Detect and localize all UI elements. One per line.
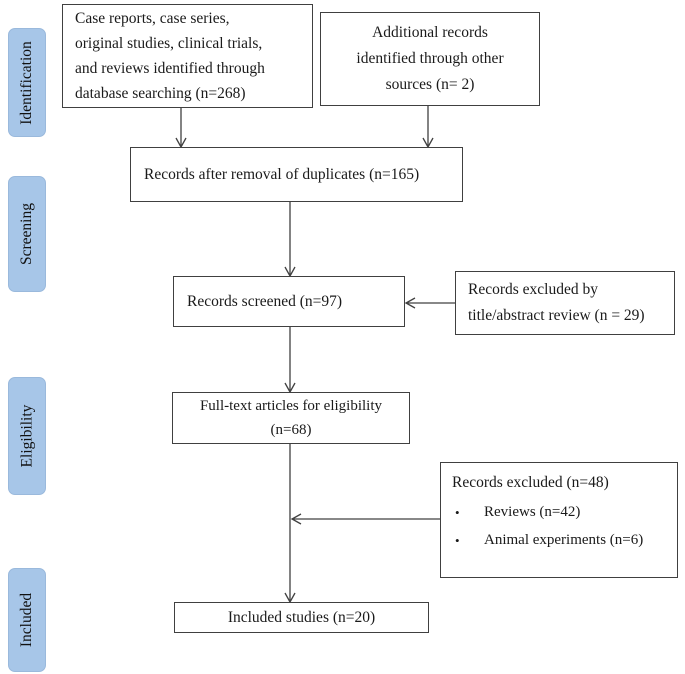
excluded-item-animal: • Animal experiments (n=6) [452,531,671,550]
box-after-duplicates: Records after removal of duplicates (n=1… [130,147,463,202]
arrow-screened-to-fulltext [284,327,296,394]
excluded-item-reviews-text: Reviews (n=42) [484,504,581,520]
box-fulltext-eligibility: Full-text articles for eligibility (n=68… [172,392,410,444]
arrow-duplicates-to-screened [284,202,296,278]
stage-label-eligibility: Eligibility [8,377,46,495]
box-records-excluded: Records excluded (n=48) • Reviews (n=42)… [440,462,678,578]
arrow-title-abstract-to-screened [404,297,455,309]
excluded-item-animal-text: Animal experiments (n=6) [484,532,644,548]
arrow-excluded-to-flowline [290,513,440,525]
stage-label-included-text: Included [18,592,36,648]
stage-label-included: Included [8,568,46,672]
stage-label-screening: Screening [8,176,46,292]
arrow-database-to-duplicates [175,108,187,149]
arrow-fulltext-to-included [284,444,296,604]
box-other-sources: Additional records identified through ot… [320,12,540,106]
excluded-item-reviews: • Reviews (n=42) [452,503,671,522]
box-records-screened: Records screened (n=97) [173,276,405,327]
arrow-other-sources-to-duplicates [422,106,434,149]
box-records-excluded-title: Records excluded (n=48) [452,474,609,491]
box-title-abstract-excluded: Records excluded by title/abstract revie… [455,271,675,335]
stage-label-eligibility-text: Eligibility [18,404,35,468]
box-included-studies: Included studies (n=20) [174,602,429,633]
stage-label-identification: Identification [8,28,46,137]
stage-label-screening-text: Screening [18,203,36,265]
stage-label-identification-text: Identification [18,40,35,125]
box-database-searching: Case reports, case series, original stud… [62,4,313,108]
bullet-icon: • [455,505,460,520]
bullet-icon: • [455,533,460,548]
